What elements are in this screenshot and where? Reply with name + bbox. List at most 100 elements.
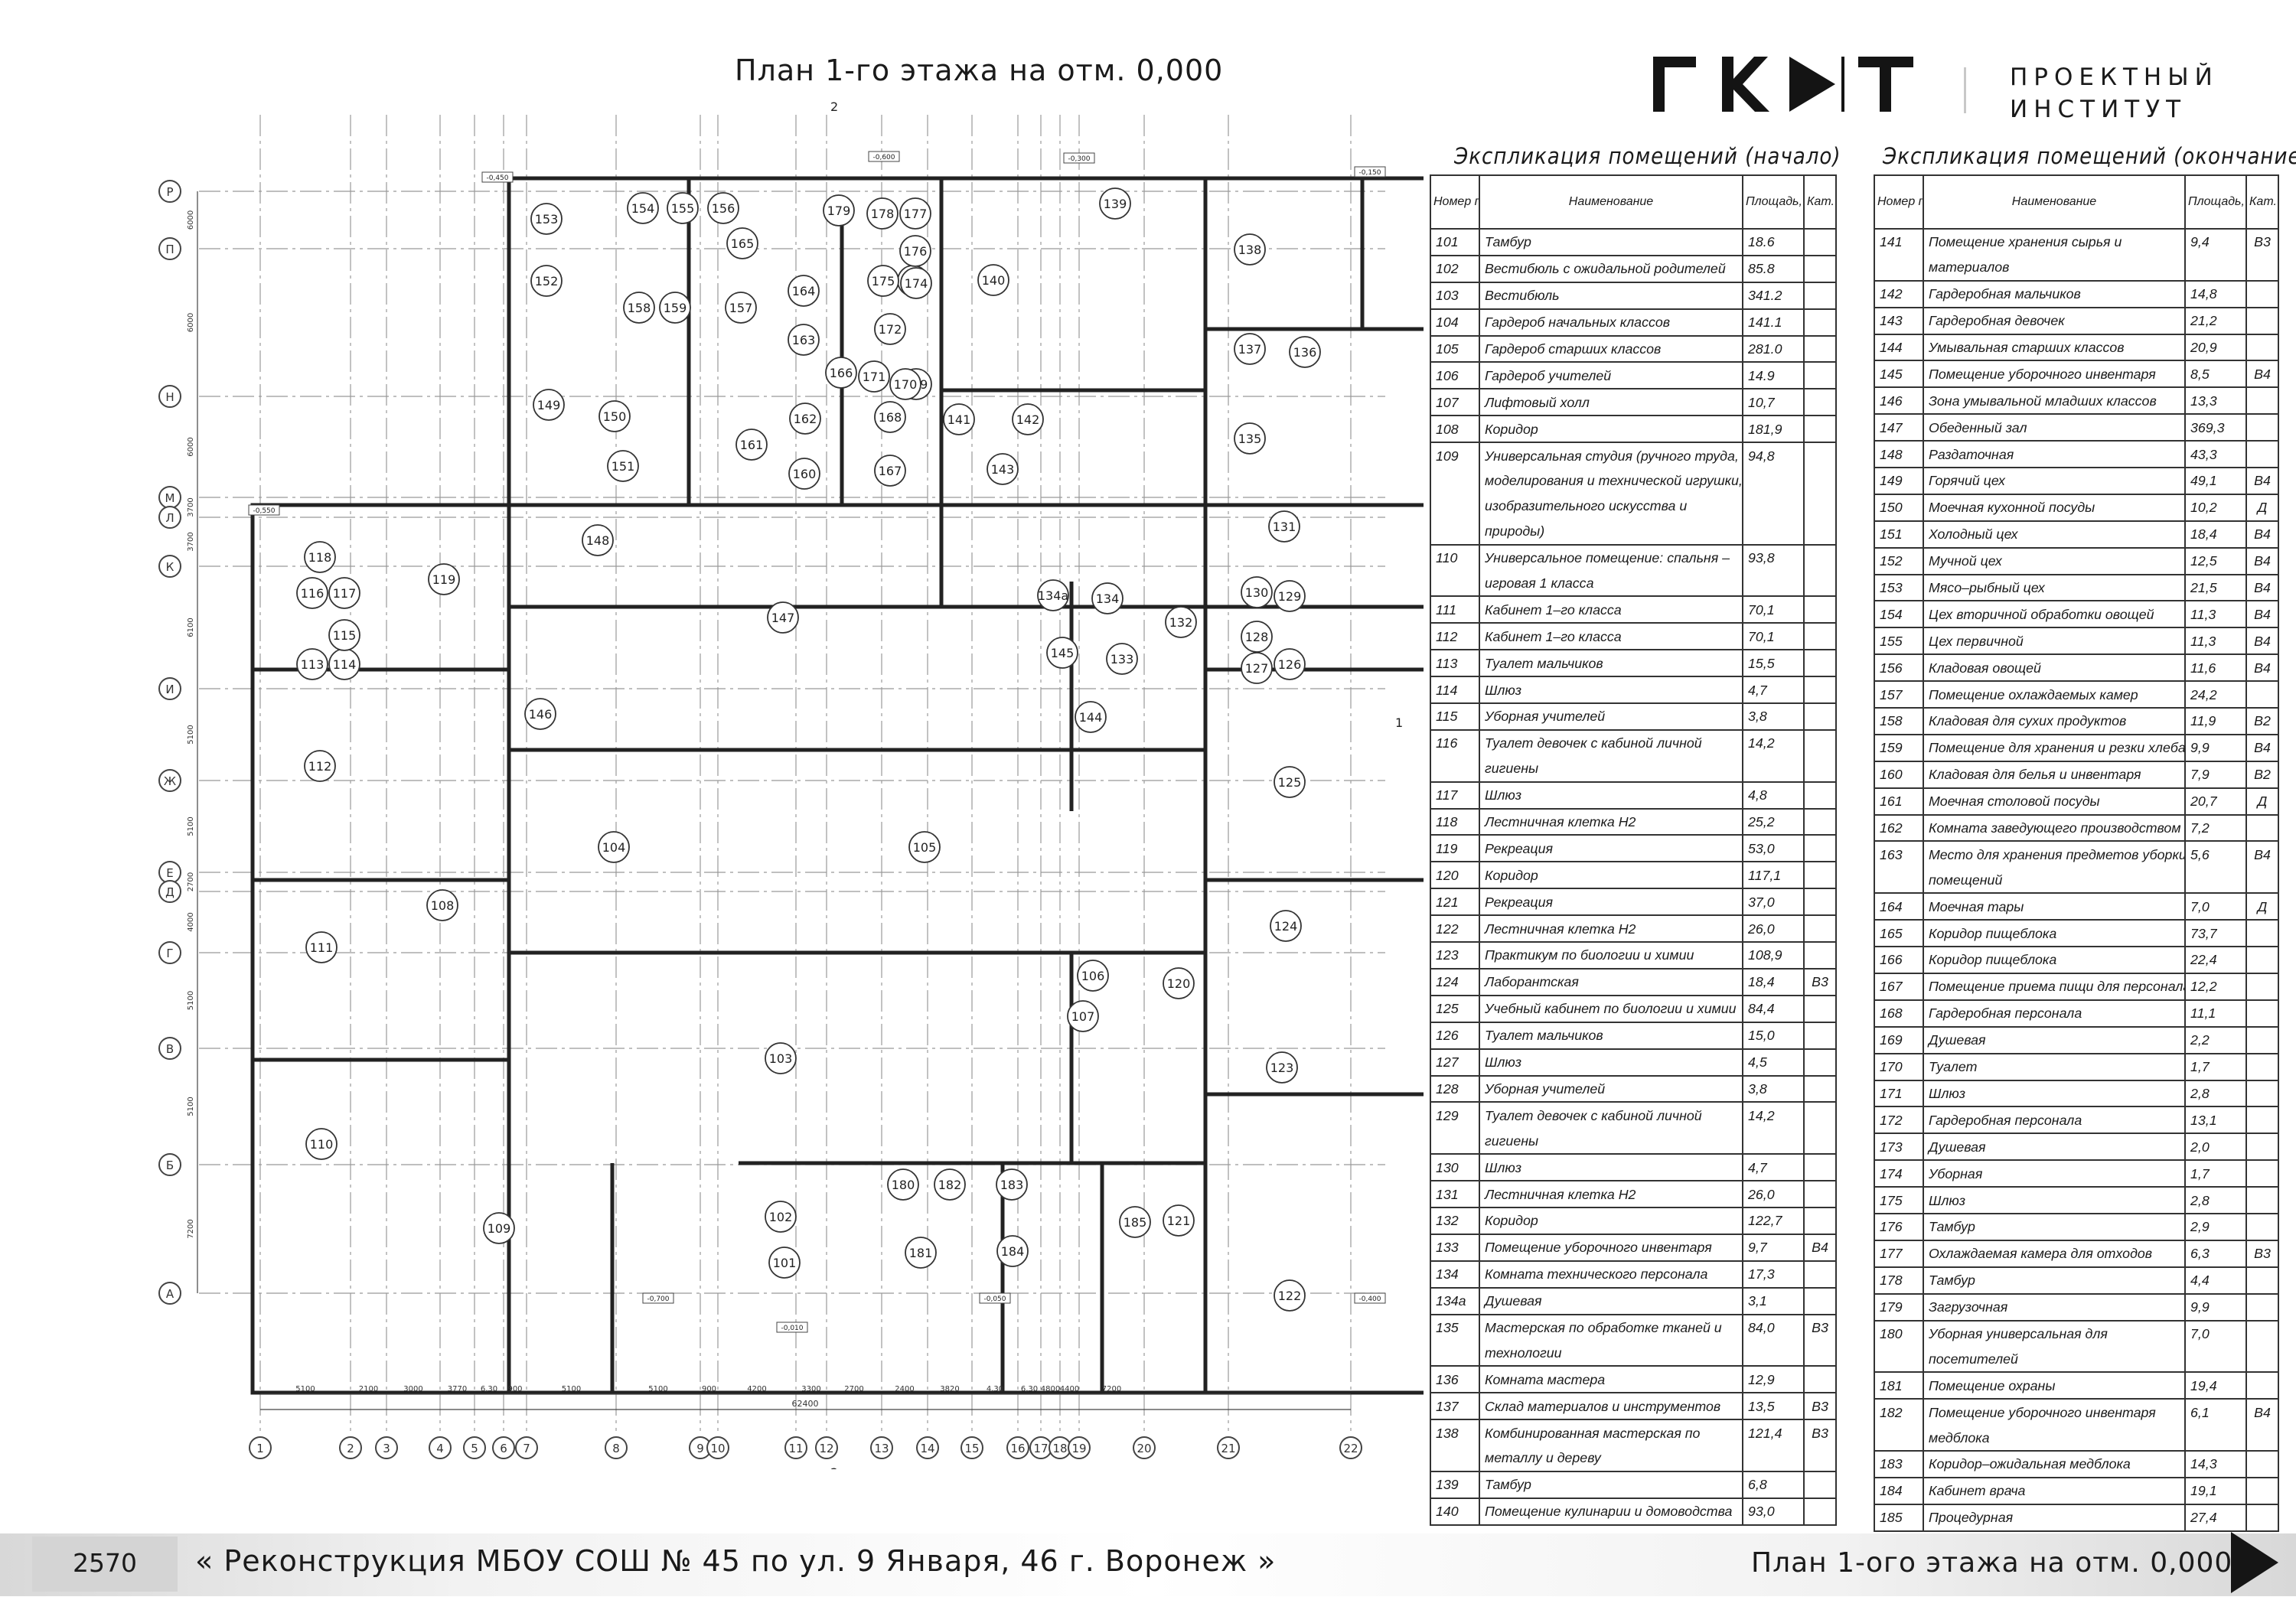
room-category-cell <box>1803 493 1837 519</box>
level-text: -0,450 <box>486 174 508 182</box>
room-number-cell: 134 <box>1430 1260 1480 1289</box>
room-number-cell: 177 <box>1874 1239 1924 1268</box>
room-area-cell: 12,5 <box>2184 546 2247 575</box>
room-name-cell: Душевая <box>1479 1286 1743 1315</box>
room-tag-circle <box>1077 960 1109 992</box>
room-number: 174 <box>905 276 928 291</box>
room-number-cell: 149 <box>1874 467 1924 495</box>
room-tag-circle <box>707 192 739 224</box>
room-number: 105 <box>913 840 937 855</box>
room-category-cell <box>2245 1371 2279 1400</box>
room-category-cell <box>2245 1476 2279 1505</box>
room-area-cell: 10,7 <box>1742 388 1805 417</box>
room-number: 110 <box>310 1137 334 1152</box>
room-number: 141 <box>947 412 971 427</box>
room-category-cell <box>1803 308 1837 337</box>
room-number-cell <box>1430 468 1480 494</box>
axis-bubble-col <box>706 1436 729 1459</box>
axis-bubble-col <box>815 1436 838 1459</box>
room-tag-circle <box>1274 766 1306 798</box>
room-number-cell <box>1430 1445 1480 1472</box>
room-number: 153 <box>535 212 559 227</box>
axis-label-col: 11 <box>788 1442 803 1455</box>
room-name-cell: Гардеробная персонала <box>1923 1106 2186 1135</box>
room-category-cell <box>2245 386 2279 416</box>
room-category-cell <box>1803 1206 1837 1235</box>
room-name-cell: гигиены <box>1479 755 1743 783</box>
axis-label-col: 19 <box>1071 1442 1086 1455</box>
room-category-cell <box>1803 1153 1837 1182</box>
room-number-cell: 161 <box>1874 787 1924 816</box>
room-name-cell: Гардероб начальных классов <box>1479 308 1743 337</box>
room-tag-circle <box>607 450 639 482</box>
room-area-cell: 7,0 <box>2184 892 2247 921</box>
room-name-cell: Туалет девочек с кабиной личной <box>1479 1101 1743 1129</box>
room-number: 116 <box>301 586 325 601</box>
room-name-cell: Вестибюль <box>1479 281 1743 310</box>
room-category-cell <box>2245 254 2279 282</box>
room-number: 117 <box>333 586 357 601</box>
room-number: 134 <box>1096 592 1120 606</box>
room-area-cell: 25,2 <box>1742 807 1805 836</box>
room-tag-circle <box>1268 510 1300 543</box>
logo-subtitle: ПРОЕКТНЫЙ ИНСТИТУТ <box>2010 61 2219 125</box>
room-number-cell: 151 <box>1874 520 1924 549</box>
header-name: Наименование <box>1923 174 2186 230</box>
room-number: 114 <box>333 657 357 672</box>
room-category-cell <box>1803 834 1837 863</box>
axis-bubble-col <box>339 1436 362 1459</box>
axis-label-row: Г <box>166 947 173 960</box>
room-number-cell: 172 <box>1874 1106 1924 1135</box>
room-category-cell: В3 <box>2245 228 2279 255</box>
room-number-cell: 112 <box>1430 622 1480 651</box>
room-category-cell <box>1803 1497 1837 1526</box>
room-tag-circle <box>1241 576 1273 608</box>
room-tag-circle <box>1274 580 1306 612</box>
room-category-cell <box>1803 1048 1837 1077</box>
room-tag: 181 <box>905 1237 937 1269</box>
room-tag-circle <box>987 453 1019 485</box>
room-tag: 153 <box>530 203 563 235</box>
room-tag: 152 <box>530 265 563 297</box>
room-tag-circle <box>934 1168 966 1201</box>
header-num: Номер помеще- щения <box>1430 174 1480 230</box>
room-tag-circle <box>1241 652 1273 684</box>
room-name-cell: Шлюз <box>1479 676 1743 705</box>
room-name-cell: Загрузочная <box>1923 1292 2186 1322</box>
room-number: 140 <box>982 273 1006 288</box>
room-category-cell <box>1803 755 1837 783</box>
room-name-cell: Шлюз <box>1479 1048 1743 1077</box>
room-number: 111 <box>310 940 334 955</box>
room-area-cell: 11,3 <box>2184 600 2247 629</box>
room-category-cell: В4 <box>2245 573 2279 602</box>
room-area-cell: 6,3 <box>2184 1239 2247 1268</box>
room-area-cell: 11,9 <box>2184 707 2247 735</box>
room-number: 142 <box>1016 412 1040 427</box>
room-tag: 160 <box>788 458 820 490</box>
room-tag-circle <box>823 194 855 227</box>
axis-bubble-row <box>158 385 181 408</box>
next-arrow-icon[interactable] <box>2231 1532 2278 1593</box>
room-category-cell <box>1803 543 1837 571</box>
logo-lettering-image <box>1653 57 1913 112</box>
